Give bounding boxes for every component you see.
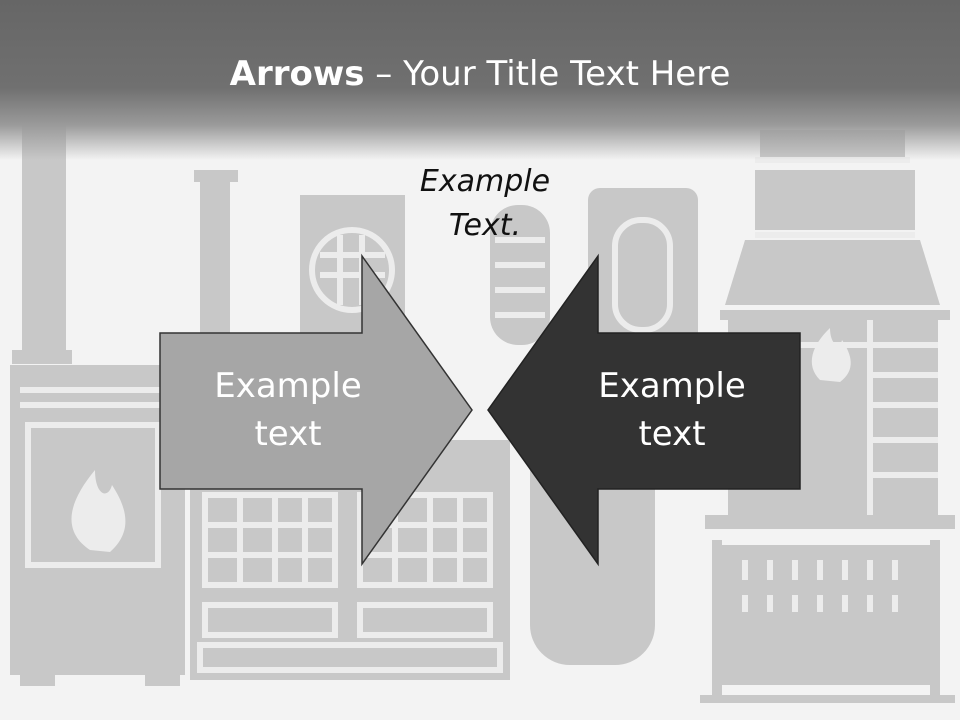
left-arrow bbox=[159, 253, 473, 567]
left-arrow-label: Example text bbox=[168, 362, 408, 458]
example-caption: Example Text. bbox=[390, 160, 580, 248]
left-arrow-line-1: Example bbox=[214, 366, 362, 406]
right-arrow-line-1: Example bbox=[598, 366, 746, 406]
right-arrow bbox=[487, 253, 801, 567]
right-arrow-line-2: text bbox=[638, 414, 706, 454]
slide-title: Arrows – Your Title Text Here bbox=[0, 50, 960, 98]
fireplace-flame-icon bbox=[811, 328, 851, 382]
title-bold: Arrows bbox=[229, 54, 365, 94]
caption-line-2: Text. bbox=[448, 208, 522, 243]
title-band bbox=[0, 0, 960, 160]
left-arrow-line-2: text bbox=[254, 414, 322, 454]
title-rest: – Your Title Text Here bbox=[364, 54, 731, 94]
fireplace-hood bbox=[725, 240, 940, 305]
right-arrow-label: Example text bbox=[552, 362, 792, 458]
flame-icon bbox=[71, 470, 126, 552]
caption-line-1: Example bbox=[419, 164, 551, 199]
